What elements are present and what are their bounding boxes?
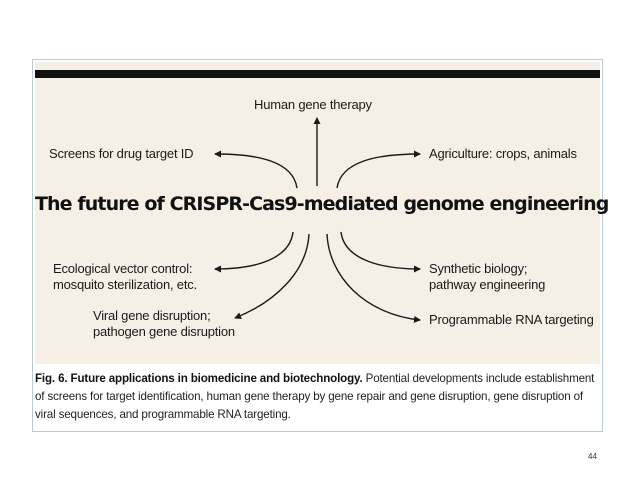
figure-caption: Fig. 6. Future applications in biomedici… — [35, 370, 601, 424]
label-synthetic-line2: pathway engineering — [429, 277, 546, 292]
arrow-to-viral — [234, 233, 310, 320]
figure-frame: Human gene therapy Screens for drug targ… — [32, 59, 609, 432]
caption-label: Fig. 6. Future applications in biomedici… — [35, 372, 363, 385]
arrow-to-screens — [214, 150, 298, 189]
diagram-title: The future of CRISPR-Cas9-mediated genom… — [35, 193, 609, 215]
label-programmable-rna: Programmable RNA targeting — [429, 312, 594, 327]
label-screens-drug-target: Screens for drug target ID — [49, 146, 194, 161]
arrow-to-synthetic — [340, 231, 421, 273]
page-number: 44 — [588, 452, 597, 461]
arrow-to-rna — [326, 233, 421, 323]
label-ecological-line2: mosquito sterilization, etc. — [53, 277, 197, 292]
caption-text: Potential developments include establish… — [35, 372, 595, 421]
label-viral-line1: Viral gene disruption; — [93, 308, 211, 323]
arrow-to-ecological — [214, 231, 294, 273]
label-human-gene-therapy: Human gene therapy — [254, 97, 372, 112]
arrows-layer — [214, 117, 421, 323]
arrow-to-agriculture — [336, 150, 421, 189]
label-ecological-line1: Ecological vector control: — [53, 261, 193, 276]
label-synthetic-line1: Synthetic biology; — [429, 261, 528, 276]
top-bar — [35, 70, 600, 78]
diagram-panel: Human gene therapy Screens for drug targ… — [35, 62, 609, 364]
label-agriculture: Agriculture: crops, animals — [429, 146, 577, 161]
label-viral-line2: pathogen gene disruption — [93, 324, 235, 339]
